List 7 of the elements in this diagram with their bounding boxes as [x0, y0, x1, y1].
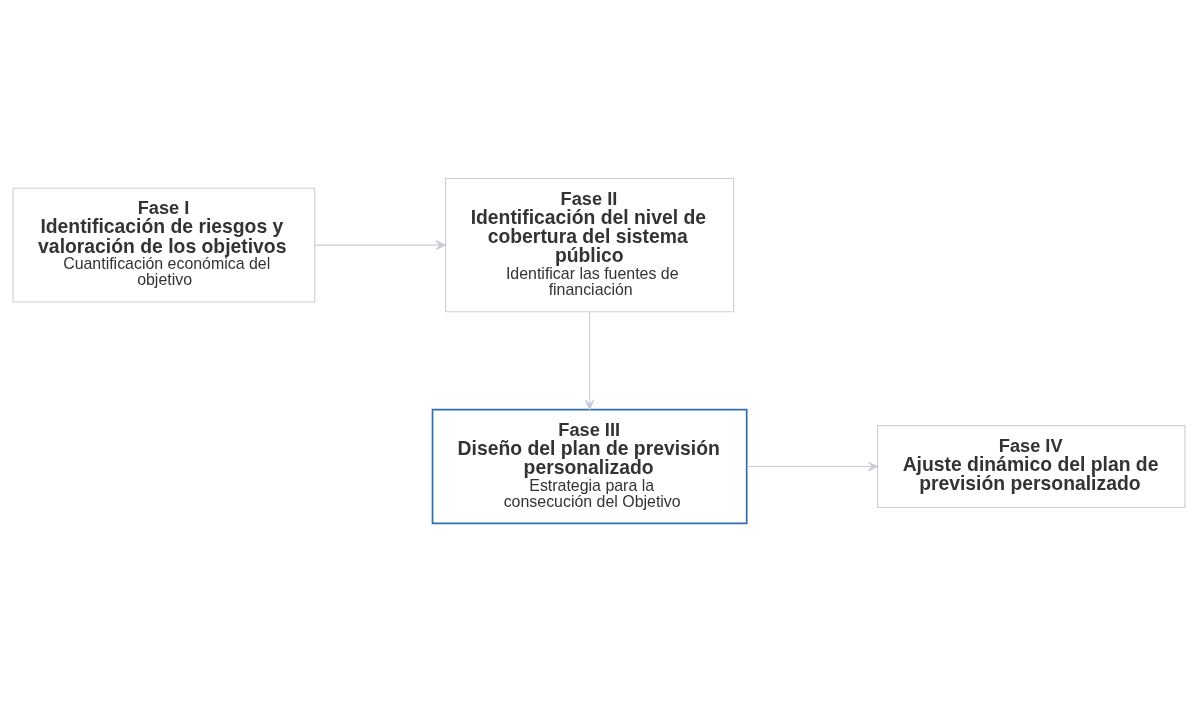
arrow	[746, 461, 879, 472]
node-box: Fase II Identificación del nivel de cobertura del sistema público Identificar las fuentes de financiación	[445, 178, 735, 313]
node-box: Fase IV Ajuste dinámico del plan de previsión personalizado	[877, 425, 1186, 509]
node-box: Fase I Identificación de riesgos y valoración de los objetivos Cuantificación económica del objetivo	[12, 187, 316, 303]
arrow	[584, 311, 595, 410]
arrow	[314, 240, 446, 250]
node-box: Fase III Diseño del plan de previsión personalizado Estrategia para la consecución del Objetivo	[431, 408, 748, 525]
